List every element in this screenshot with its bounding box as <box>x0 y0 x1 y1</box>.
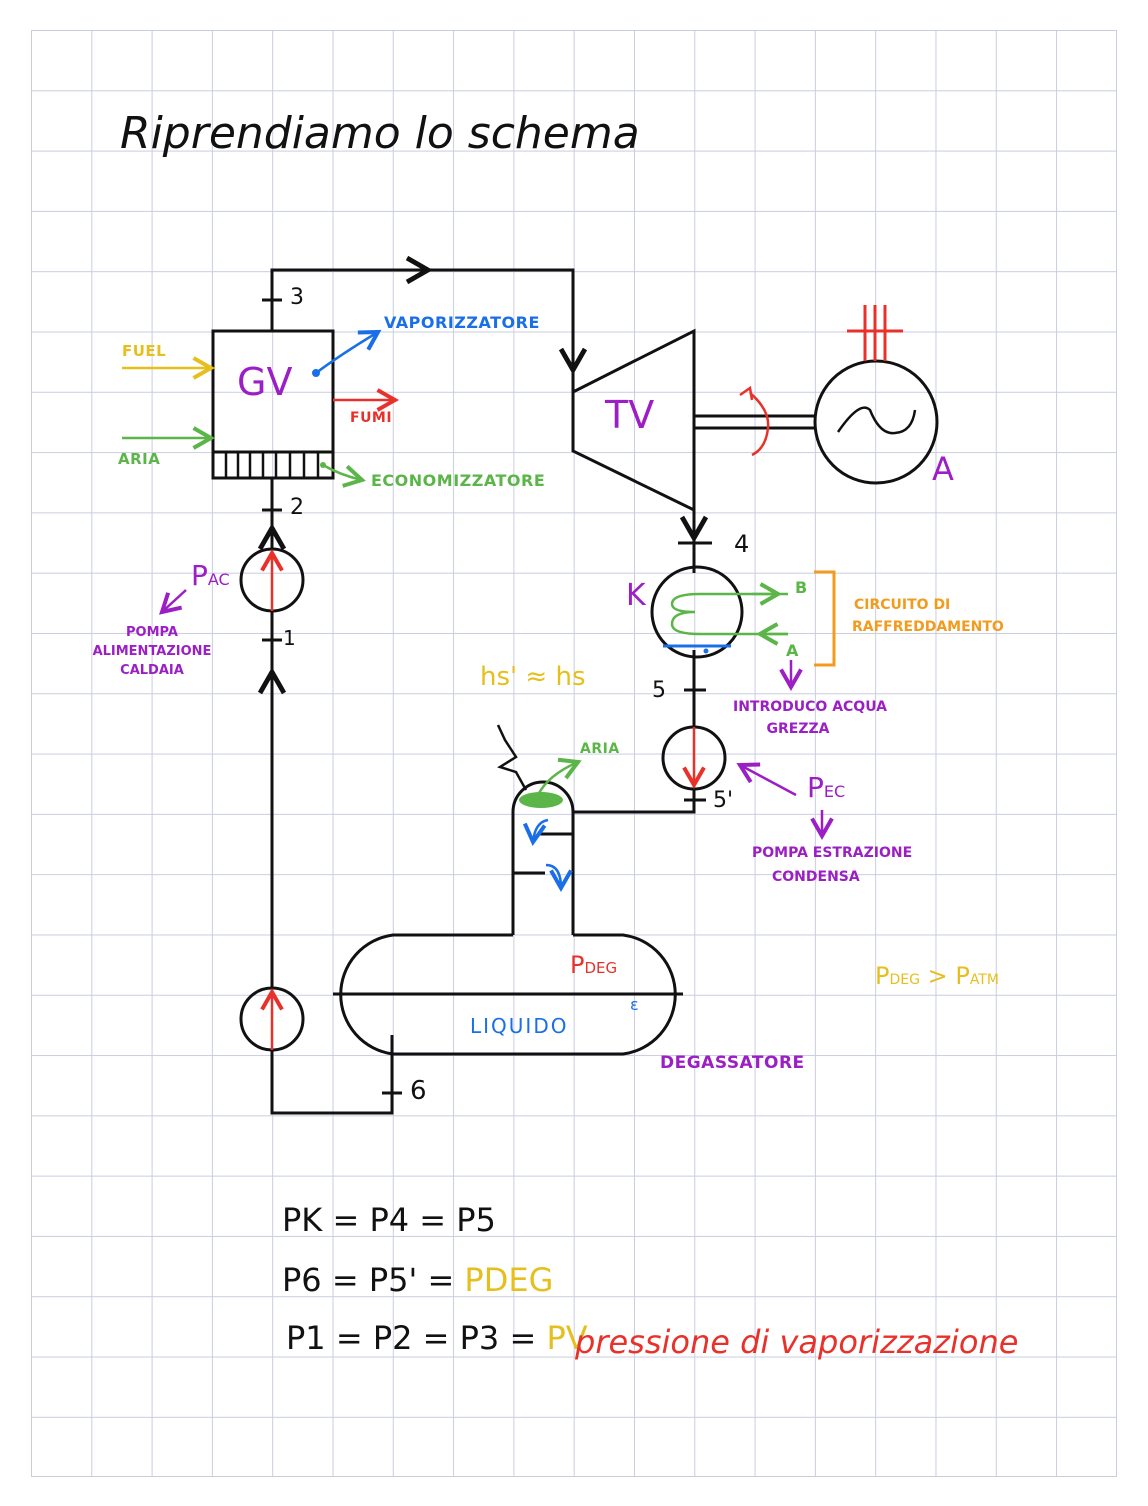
extraction-pump-pec <box>661 725 834 841</box>
pdeg-relation-note: PDEG > PATM <box>875 962 999 990</box>
vent-valve-icon <box>496 724 528 791</box>
alternator-a: A <box>813 305 954 488</box>
point-5prime-label: 5' <box>713 788 734 813</box>
condenser-label: K <box>626 578 647 613</box>
cooling-in-label: A <box>786 641 799 660</box>
condenser-k: K B A <box>626 565 836 692</box>
turbine-label: TV <box>604 393 654 437</box>
extraction-pump-description: POMPA ESTRAZIONE CONDENSA <box>752 845 913 885</box>
boiler-gv: GV <box>211 329 382 488</box>
air-in-label: ARIA <box>118 450 161 468</box>
vaporizer-pointer-arrow <box>315 329 382 375</box>
feed-pump-sub: AC <box>207 570 230 589</box>
feed-pump-lower <box>239 986 305 1052</box>
page-title: Riprendiamo lo schema <box>120 108 640 159</box>
vaporization-pressure-note: pressione di vaporizzazione <box>575 1323 1019 1361</box>
point-4-label: 4 <box>734 530 750 558</box>
feed-pump-description: POMPA ALIMENTAZIONE CALDAIA <box>92 625 212 678</box>
shaft <box>694 414 815 430</box>
pipes <box>257 255 712 1115</box>
deaerator: ε <box>333 724 683 1056</box>
air-bubble <box>519 792 563 808</box>
feed-pump-label: PAC <box>191 559 230 592</box>
deaerator-drum <box>339 933 677 1056</box>
equation-1: PK = P4 = P5 <box>282 1201 496 1239</box>
cooling-circuit-bracket <box>814 570 836 667</box>
pipe-5prime <box>573 790 696 814</box>
point-1-label: 1 <box>283 626 296 650</box>
cooling-circuit-label: CIRCUITO DI RAFFREDDAMENTO <box>852 597 1004 635</box>
turbine-tv: TV <box>571 328 696 513</box>
liquid-label: LIQUIDO <box>470 1014 569 1038</box>
pipe-6 <box>270 1035 394 1115</box>
vaporizer-label: VAPORIZZATORE <box>384 313 540 332</box>
flue-gas-label: FUMI <box>350 410 393 426</box>
point-3-label: 3 <box>290 285 304 310</box>
air-out-label: ARIA <box>580 741 620 757</box>
point-5-label: 5 <box>652 678 666 703</box>
extraction-pump-label: PEC <box>807 771 846 804</box>
deaerator-label: DEGASSATORE <box>660 1053 805 1073</box>
economizer-label: ECONOMIZZATORE <box>371 471 546 490</box>
point-2-label: 2 <box>290 495 304 520</box>
cooling-coil <box>670 592 788 636</box>
svg-text:ε: ε <box>630 995 639 1014</box>
boiler-label: GV <box>237 360 292 404</box>
three-phase-output-icon <box>847 305 903 361</box>
economizer-fins <box>224 452 320 478</box>
ac-sine-icon <box>836 406 917 435</box>
point-6-label: 6 <box>410 1076 427 1106</box>
fuel-label: FUEL <box>122 342 167 360</box>
equation-3: P1 = P2 = P3 = PV <box>286 1319 588 1357</box>
raw-water-label: INTRODUCO ACQUA GREZZA <box>733 699 887 737</box>
enthalpy-note: hs' ≈ hs <box>480 662 586 692</box>
alternator-label: A <box>932 450 954 488</box>
economizer-pointer-arrow <box>322 463 366 488</box>
feed-pump-pac <box>159 547 305 615</box>
cooling-out-label: B <box>795 578 808 597</box>
deaerator-pressure-label: PDEG <box>570 951 618 979</box>
rotation-arrow-icon <box>749 392 770 457</box>
equation-2: P6 = P5' = PDEG <box>282 1261 554 1299</box>
